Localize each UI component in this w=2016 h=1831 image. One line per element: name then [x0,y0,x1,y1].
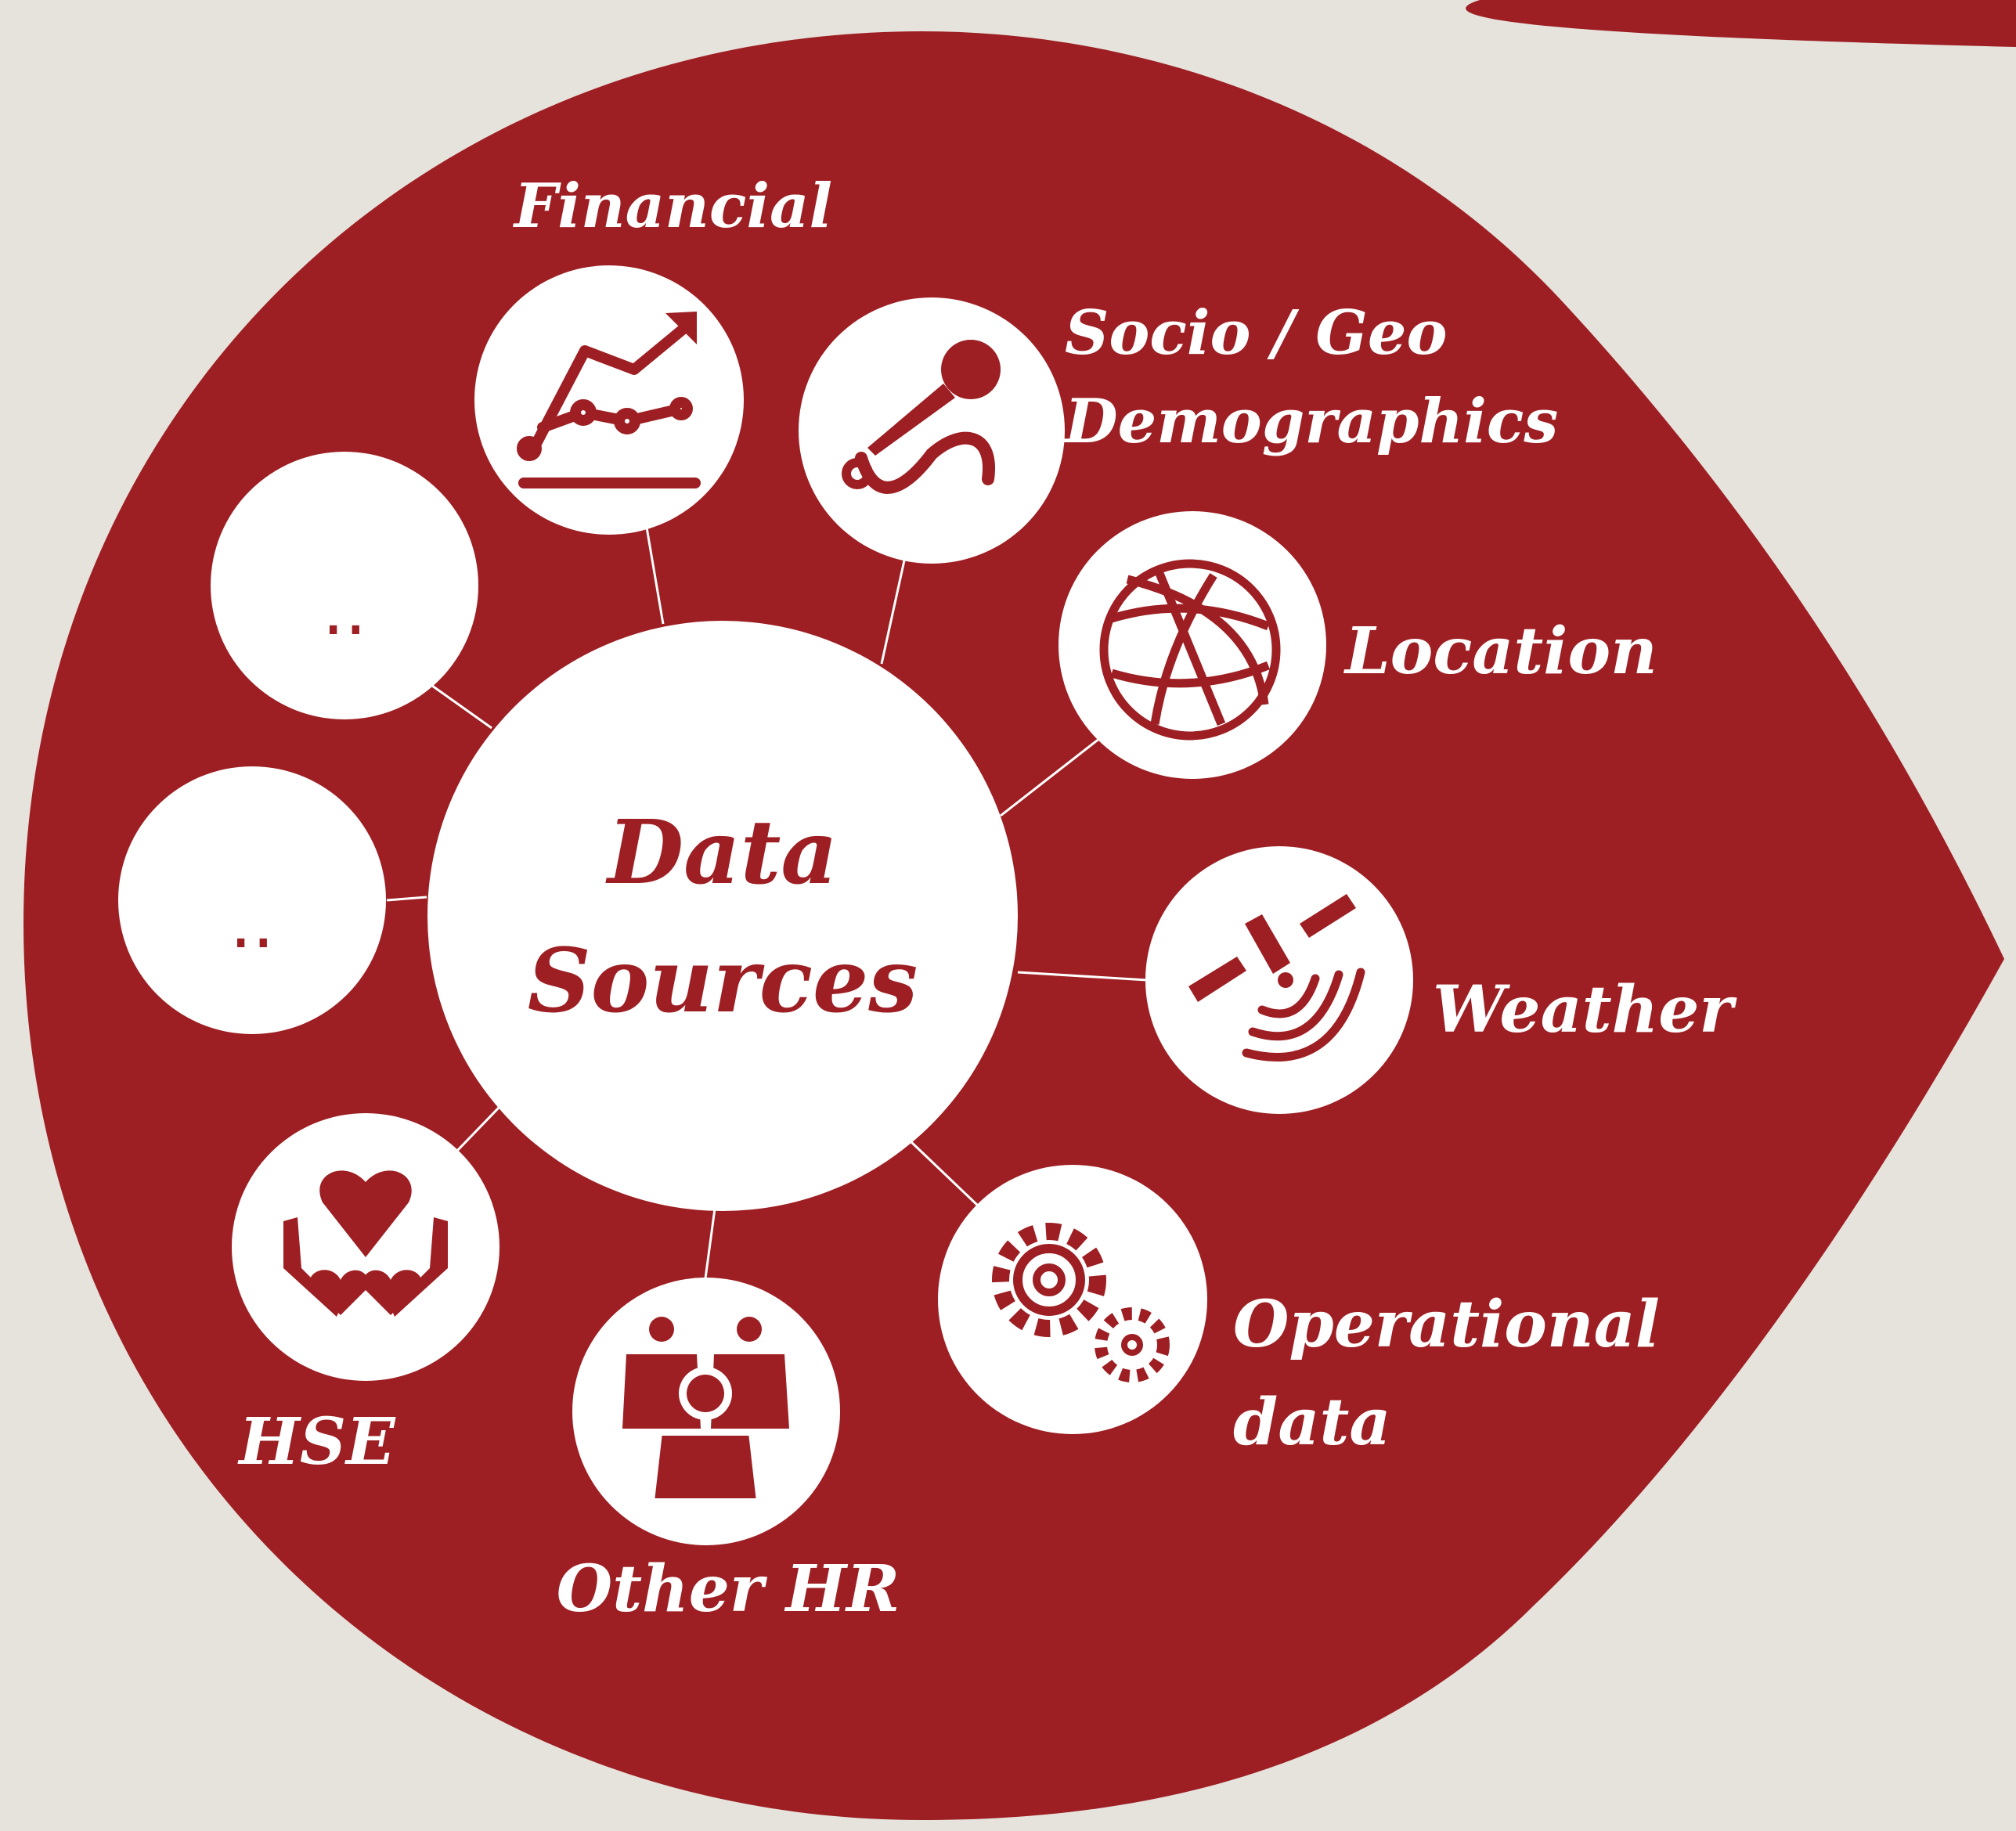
connector-operational [909,1140,980,1208]
top-band [1480,0,2016,35]
node-hse[interactable]: HSE [232,1113,499,1480]
node-other-hr[interactable]: Other HR [557,1278,900,1627]
ellipsis-icon: .. [322,569,366,651]
center-title-line2: Sources [528,930,918,1033]
node-placeholder-1[interactable]: .. [211,452,478,719]
label-other-hr: Other HR [557,1552,900,1627]
node-weather[interactable]: Weather [1145,846,1737,1114]
connector-financial [644,522,665,625]
label-operational-line2: data [1233,1385,1390,1460]
connector-location [1000,737,1101,817]
node-socio-geo[interactable]: Socio / Geo Demographics [799,297,1558,564]
label-hse: HSE [237,1404,396,1480]
node-operational[interactable]: Operational data [938,1165,1660,1460]
connector-other-hr [704,1208,716,1279]
globe-icon [1099,559,1281,741]
center-node [427,621,1018,1211]
connector-lines [386,522,1148,1279]
node-placeholder-2-circle [118,766,386,1034]
gears-icon [992,1223,1170,1382]
connector-placeholder-1 [431,684,492,730]
node-financial-circle [474,265,744,535]
line-chart-icon [517,312,701,488]
connector-weather [1017,971,1148,982]
label-socio-line1: Socio / Geo [1065,297,1448,369]
label-weather: Weather [1433,972,1737,1047]
node-location[interactable]: Location [1058,511,1657,779]
node-placeholder-2[interactable]: .. [118,766,386,1034]
label-location: Location [1343,614,1657,689]
hands-heart-icon [283,1170,448,1317]
satellite-icon [1188,894,1365,1062]
label-socio-line2: Demographics [1063,386,1558,457]
ellipsis-icon: .. [229,882,274,964]
node-financial[interactable]: Financial [474,171,832,535]
microphone-icon [842,340,1001,494]
connector-placeholder-2 [386,896,427,902]
right-edge-strip [2004,329,2016,1831]
connector-hse [454,1105,501,1154]
people-icon [622,1317,789,1505]
node-placeholder-1-circle [211,452,478,719]
label-financial: Financial [513,171,832,242]
label-operational-line1: Operational [1233,1287,1660,1362]
node-socio-circle [799,297,1065,564]
connector-socio [880,560,906,665]
center-title-line1: Data [605,802,838,904]
